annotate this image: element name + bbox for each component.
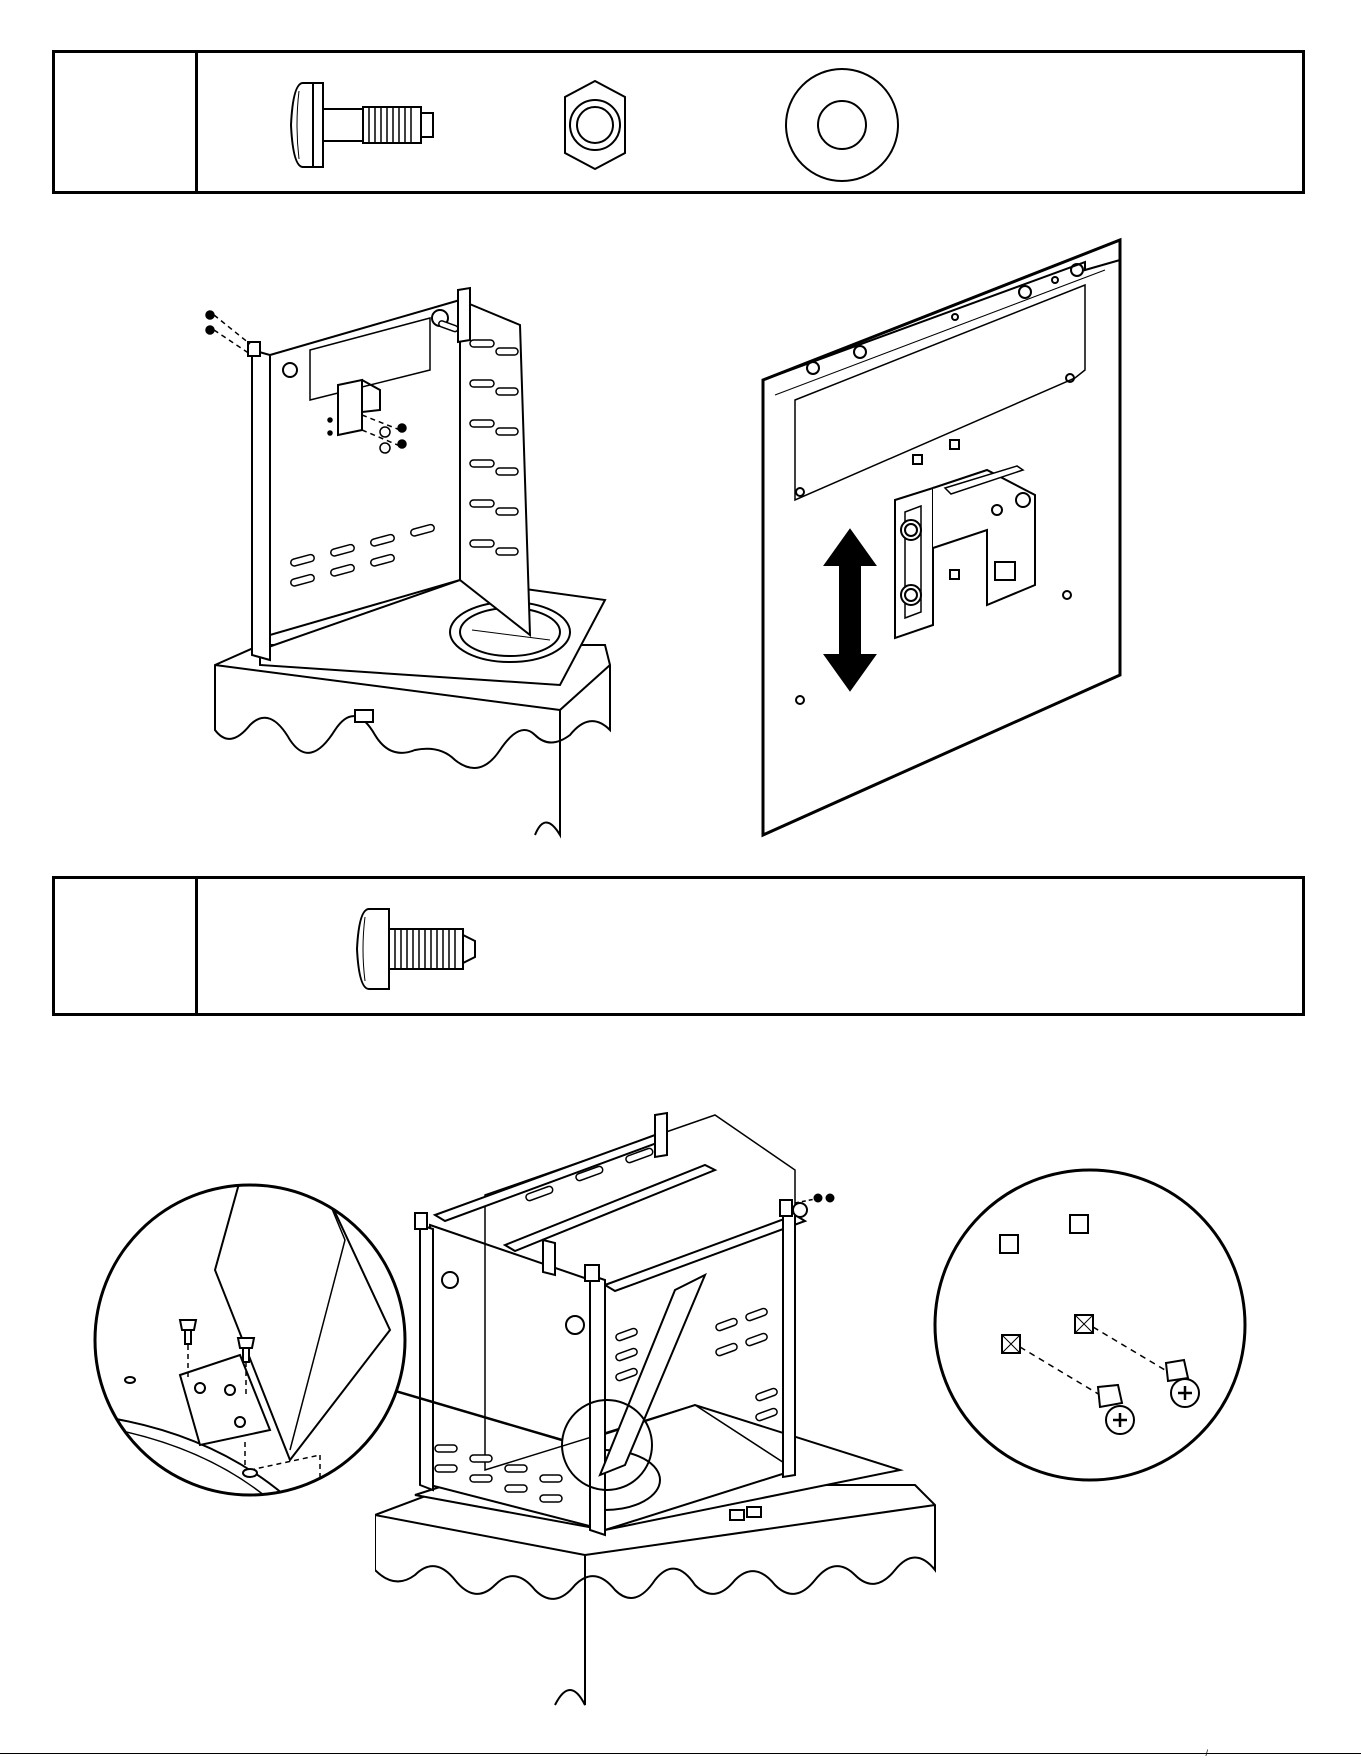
hardware-box-step-a bbox=[52, 50, 1305, 194]
footer-page-mark: · / · bbox=[1200, 1748, 1214, 1758]
cart-frame-brace-install bbox=[375, 1075, 965, 1715]
bracket-adjust-detail bbox=[755, 230, 1135, 840]
hex-nut-icon bbox=[565, 81, 625, 169]
washer-icon bbox=[786, 69, 898, 181]
footer-rule bbox=[0, 1753, 1361, 1754]
screw-detail-right bbox=[930, 1165, 1250, 1485]
hardware-box-step-b bbox=[52, 876, 1305, 1016]
cart-frame-bracket-install bbox=[190, 280, 640, 840]
bolt-icon bbox=[291, 83, 433, 167]
screw-icon bbox=[357, 909, 475, 989]
brace-detail-left bbox=[90, 1180, 410, 1500]
